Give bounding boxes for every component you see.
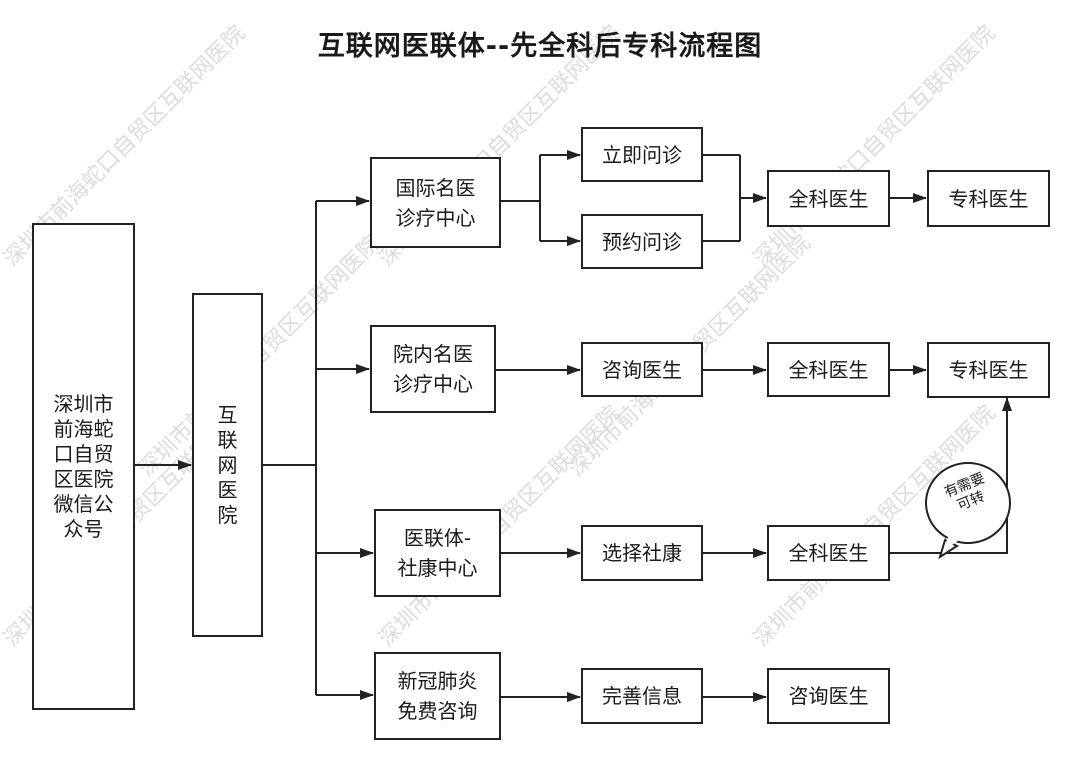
node-text-line: 口自贸 xyxy=(53,441,114,466)
diagram-title: 互联网医联体--先全科后专科流程图 xyxy=(317,31,763,62)
node-immediate-consult: 立即问诊 xyxy=(581,127,703,182)
node-text-line: 区医院 xyxy=(53,466,114,491)
node-choose-community: 选择社康 xyxy=(581,525,703,581)
node-text-line: 国际名医 xyxy=(395,175,476,200)
node-gp-2: 全科医生 xyxy=(767,342,890,397)
node-internet-hospital: 互 联 网 医 院 xyxy=(192,293,263,637)
node-text-line: 院 xyxy=(217,502,238,527)
node-text-line: 免费咨询 xyxy=(397,699,478,723)
node-label: 全科医生 xyxy=(788,541,869,565)
node-specialist-2: 专科医生 xyxy=(927,342,1050,398)
node-inhouse-center: 院内名医 诊疗中心 xyxy=(370,325,496,413)
node-specialist-1: 专科医生 xyxy=(927,170,1050,227)
node-text-line: 诊疗中心 xyxy=(395,205,476,230)
node-text-line: 联 xyxy=(217,427,238,452)
node-text-line: 互 xyxy=(217,402,238,427)
node-text-line: 医 xyxy=(217,477,238,502)
node-intl-center: 国际名医 诊疗中心 xyxy=(370,157,501,248)
node-complete-info: 完善信息 xyxy=(581,668,703,724)
node-text-line: 网 xyxy=(217,452,238,477)
node-label: 全科医生 xyxy=(788,357,869,382)
node-text-line: 前海蛇 xyxy=(53,416,114,441)
node-label: 预约问诊 xyxy=(602,229,682,254)
node-wechat-account: 深圳市 前海蛇 口自贸 区医院 微信公 众号 xyxy=(32,223,135,710)
node-gp-3: 全科医生 xyxy=(767,525,890,581)
node-label: 选择社康 xyxy=(602,541,682,565)
node-alliance-center: 医联体- 社康中心 xyxy=(374,509,501,597)
node-text-line: 微信公 xyxy=(53,491,114,516)
node-label: 全科医生 xyxy=(788,186,869,211)
node-text-line: 新冠肺炎 xyxy=(397,669,478,693)
node-text-line: 众号 xyxy=(63,516,104,541)
node-consult-doctor-1: 咨询医生 xyxy=(581,342,703,397)
node-covid-consult: 新冠肺炎 免费咨询 xyxy=(374,652,501,740)
node-text-line: 诊疗中心 xyxy=(393,372,473,396)
node-label: 专科医生 xyxy=(948,186,1029,211)
node-label: 完善信息 xyxy=(602,684,682,708)
node-label: 咨询医生 xyxy=(788,684,869,708)
annotation-bubble xyxy=(925,462,1011,560)
node-label: 咨询医生 xyxy=(602,357,682,382)
node-text-line: 院内名医 xyxy=(393,342,473,366)
node-consult-doctor-2: 咨询医生 xyxy=(767,668,890,724)
node-text-line: 医联体- xyxy=(403,526,472,550)
node-text-line: 深圳市 xyxy=(53,391,114,416)
node-label: 立即问诊 xyxy=(602,142,682,167)
edge-gp3-to-specialist2 xyxy=(889,397,1012,554)
node-appointment-consult: 预约问诊 xyxy=(581,214,703,269)
node-text-line: 社康中心 xyxy=(397,556,478,580)
node-gp-1: 全科医生 xyxy=(767,170,890,227)
node-label: 专科医生 xyxy=(948,358,1029,382)
